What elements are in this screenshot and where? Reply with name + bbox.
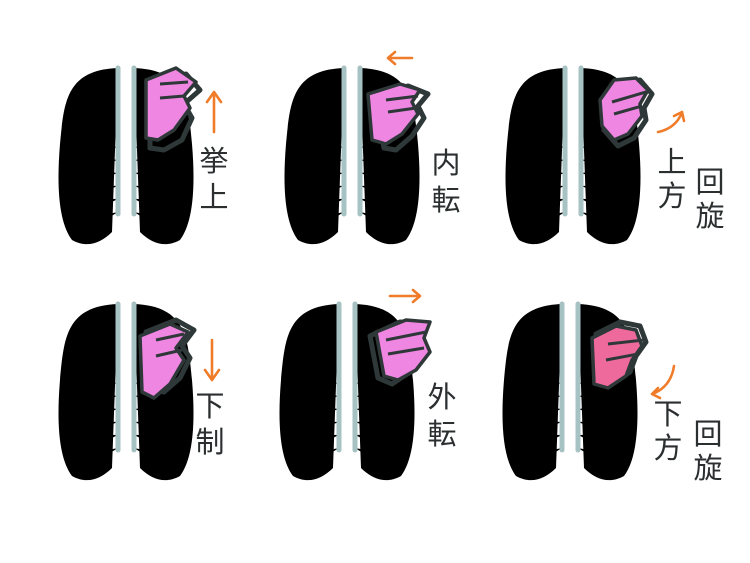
label-char: 方 — [653, 431, 682, 465]
label-char: 下 — [195, 389, 224, 423]
arrow-down-icon — [203, 338, 221, 382]
label-char: 下 — [653, 397, 682, 431]
panel-retraction: 外 転 — [280, 288, 457, 480]
scapula-5 — [367, 318, 432, 387]
arrow-up-icon — [205, 90, 223, 134]
label-depression: 下 制 — [195, 389, 224, 459]
label-char: 転 — [427, 417, 456, 451]
label-char: 旋 — [693, 451, 722, 485]
arrow-left-icon — [386, 50, 414, 66]
label-char: 回 — [693, 417, 722, 451]
label-char: 方 — [657, 179, 686, 213]
label-char: 外 — [427, 380, 456, 414]
scapula-2 — [366, 82, 431, 153]
label-char: 旋 — [695, 199, 724, 233]
panel-downward-rotation: 下 方 回 旋 — [503, 304, 723, 485]
label-char: 内 — [431, 146, 460, 180]
label-char: 回 — [695, 165, 724, 199]
label-char: 挙 — [199, 144, 228, 178]
arrow-right-icon — [388, 288, 422, 304]
label-char: 制 — [195, 425, 224, 459]
panel-depression: 下 制 — [59, 304, 225, 480]
scapula-4 — [138, 317, 197, 400]
label-retraction: 外 転 — [427, 380, 456, 451]
scapula-6 — [590, 319, 649, 390]
panel-elevation: 挙 上 — [59, 68, 229, 244]
panel-upward-rotation: 上 方 回 旋 — [506, 68, 725, 244]
label-char: 転 — [431, 183, 460, 217]
curved-arrow-up-icon — [656, 110, 686, 134]
panel-protraction: 内 転 — [285, 50, 461, 244]
scapula-3 — [598, 76, 655, 149]
label-char: 上 — [657, 145, 686, 179]
curved-arrow-down-icon — [650, 364, 676, 400]
label-char: 上 — [199, 180, 228, 214]
label-protraction: 内 転 — [431, 146, 460, 217]
label-elevation: 挙 上 — [199, 144, 228, 214]
label-upward-rotation: 上 方 回 旋 — [657, 145, 724, 233]
label-downward-rotation: 下 方 回 旋 — [653, 397, 722, 485]
scapula-1 — [144, 66, 203, 153]
